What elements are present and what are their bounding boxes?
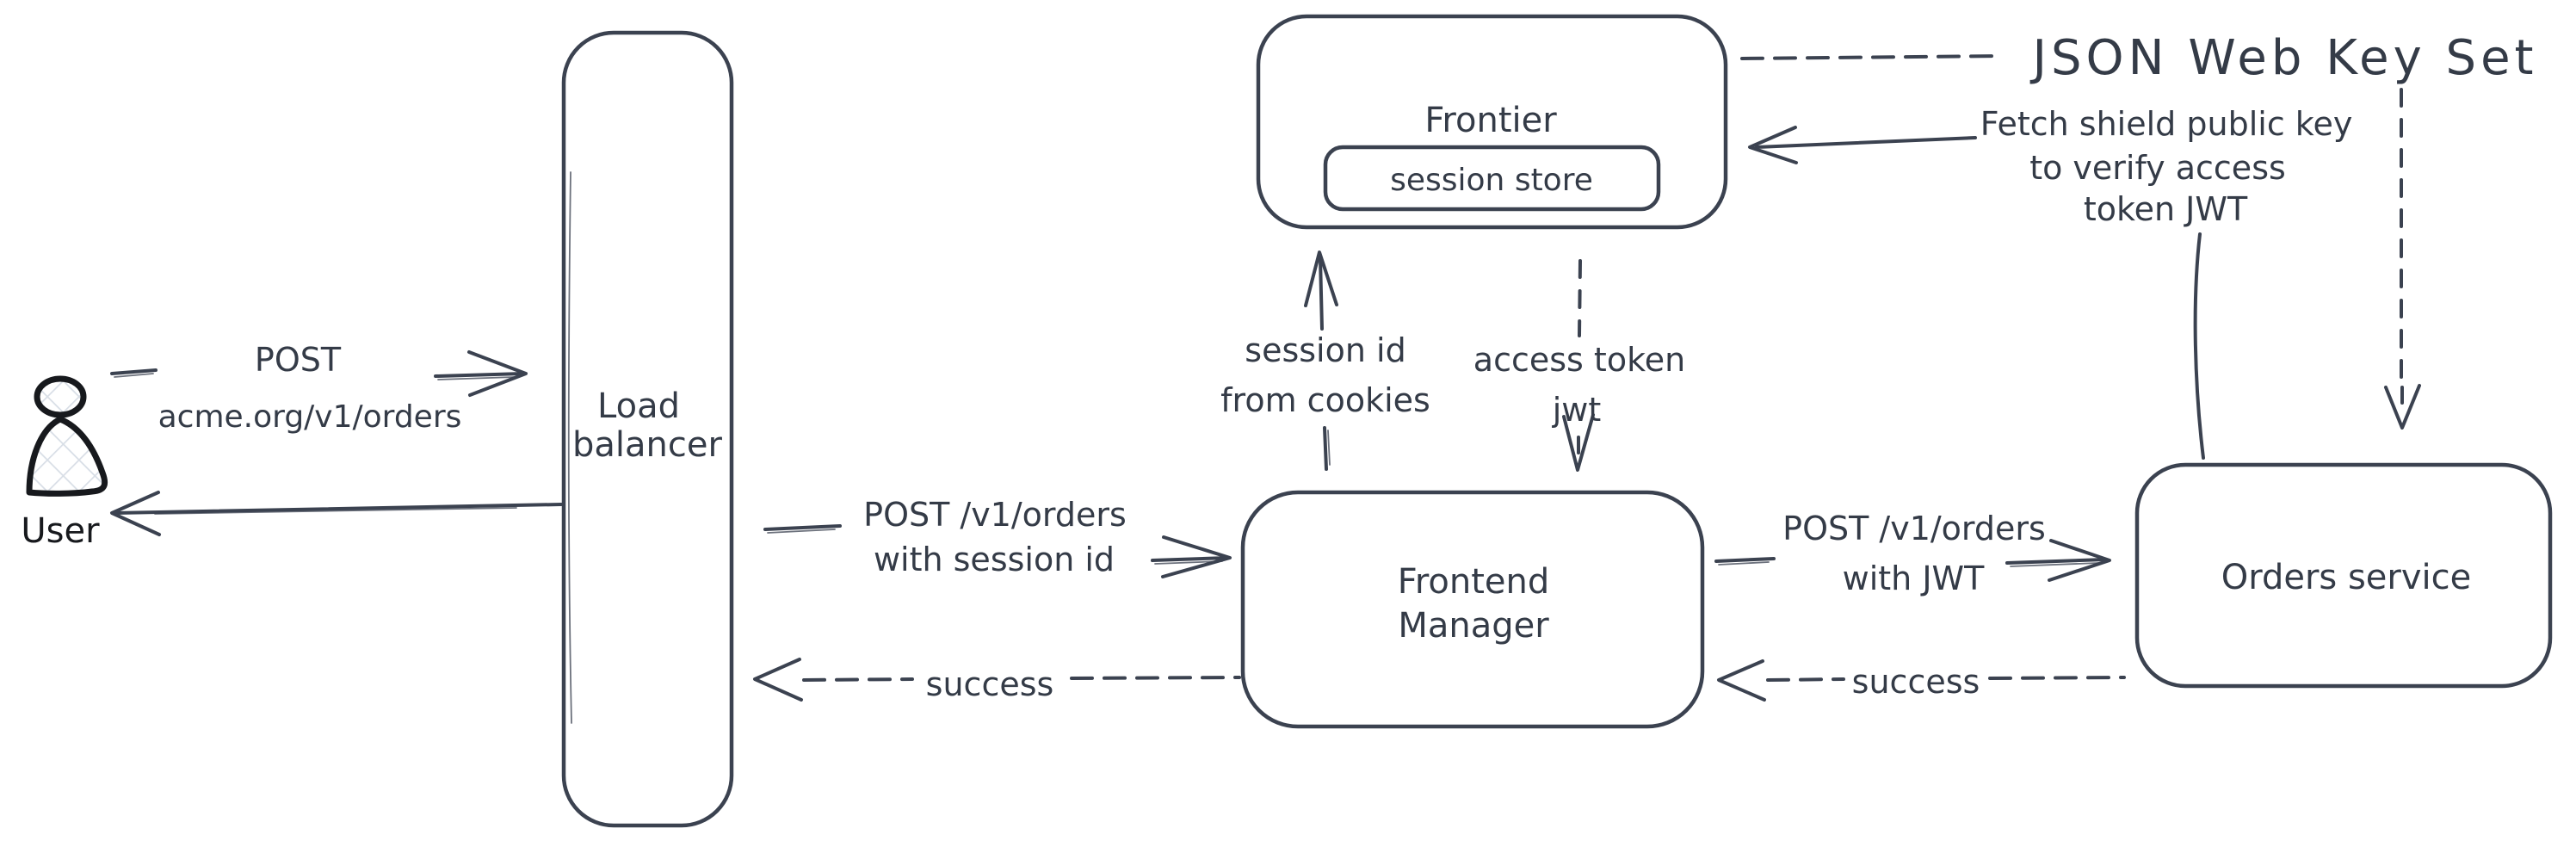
person-icon — [26, 375, 108, 497]
edge-label: acme.org/v1/orders — [158, 399, 462, 435]
arrow-lb-to-user — [110, 491, 563, 536]
arrowhead-left-icon — [1717, 659, 1766, 702]
dashed-line-frontier-to-jwks — [1740, 54, 2000, 60]
arrow-success-orders-to-fm: success — [1717, 659, 2126, 702]
frontend-manager-node: Frontend Manager — [1240, 490, 1705, 729]
edge-label: success — [1852, 663, 1980, 701]
edge-label: to verify access — [2029, 149, 2286, 187]
edge-label: POST /v1/orders — [863, 496, 1127, 534]
arrow-access-token-down: access token jwt — [1473, 259, 1685, 472]
edge-label: success — [926, 665, 1054, 703]
edge-label: with session id — [874, 541, 1115, 578]
frontend-manager-box — [1240, 490, 1705, 729]
session-store-label: session store — [1390, 163, 1593, 198]
orders-service-node: Orders service — [2134, 462, 2553, 689]
arrow-jwks-to-orders — [2384, 88, 2421, 430]
session-store-box — [1323, 145, 1661, 212]
arrowhead-left-icon — [753, 658, 803, 702]
jwks-label: JSON Web Key Set — [2029, 30, 2537, 86]
arrowhead-left-icon — [1748, 126, 1798, 164]
user-label: User — [21, 511, 100, 551]
arrowhead-right-icon — [467, 350, 528, 397]
arrowhead-up-icon — [1304, 250, 1338, 307]
arrow-session-id-up: session id from cookies — [1220, 250, 1430, 471]
edge-label: Fetch shield public key — [1980, 105, 2353, 143]
arrowhead-down-icon — [1562, 413, 1595, 472]
edge-label: POST — [255, 341, 342, 379]
load-balancer-label-line1: Load — [597, 386, 680, 426]
frontier-label: Frontier — [1424, 101, 1557, 140]
arrowhead-right-icon — [1161, 535, 1232, 578]
edge-label: session id — [1245, 331, 1405, 369]
arrow-fetch-key-orders-to-frontier: Fetch shield public key to verify access… — [1748, 105, 2353, 460]
edge-label: POST /v1/orders — [1782, 510, 2046, 547]
load-balancer-label-line2: balancer — [572, 425, 722, 465]
edge-label: jwt — [1552, 391, 1602, 429]
load-balancer-node: Load balancer — [561, 30, 734, 828]
frontend-manager-label-line2: Manager — [1398, 606, 1549, 646]
arrow-success-fm-to-lb: success — [753, 658, 1241, 703]
arrow-fm-to-orders: POST /v1/orders with JWT — [1714, 510, 2111, 597]
user-actor: User — [21, 375, 108, 551]
orders-service-label: Orders service — [2221, 558, 2472, 597]
edge-label: with JWT — [1843, 560, 1985, 597]
arrowhead-left-icon — [110, 491, 161, 536]
edge-label: from cookies — [1220, 381, 1430, 419]
arrow-user-to-lb: POST acme.org/v1/orders — [110, 341, 528, 435]
orders-service-box — [2134, 462, 2553, 689]
edge-label: access token — [1473, 341, 1685, 379]
arrowhead-down-icon — [2384, 384, 2421, 430]
arrowhead-right-icon — [2048, 539, 2111, 582]
load-balancer-box — [561, 30, 734, 828]
edge-label: token JWT — [2084, 190, 2248, 228]
frontier-node: Frontier session store — [1256, 14, 1728, 230]
arrow-lb-to-fm: POST /v1/orders with session id — [763, 496, 1232, 578]
frontend-manager-label-line1: Frontend — [1398, 562, 1550, 602]
